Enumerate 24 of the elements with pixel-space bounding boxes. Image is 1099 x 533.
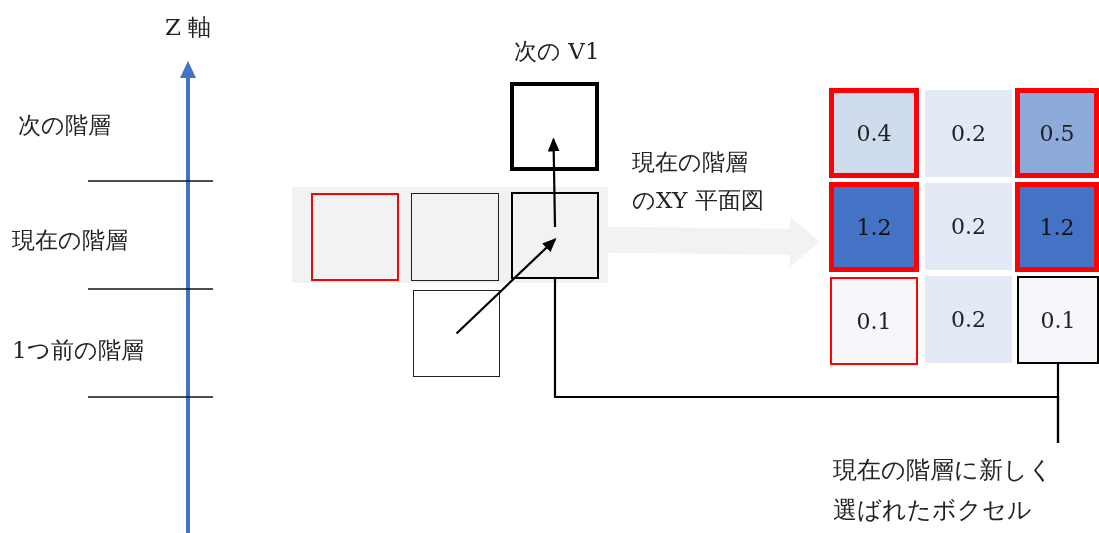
axis-label: Z 軸: [165, 13, 212, 42]
voxel-square: [413, 290, 500, 377]
layer-label: 次の階層: [18, 111, 111, 140]
value-cell: 0.2: [925, 90, 1012, 177]
value-cell: 1.2: [829, 182, 919, 272]
edge-label: 現在の階層のXY 平面図: [632, 148, 765, 215]
voxel-square: [311, 193, 399, 281]
arrow: [455, 238, 557, 335]
layer-label: 現在の階層: [12, 226, 128, 255]
caption-text: 現在の階層に新しく選ばれたボクセル: [833, 450, 1093, 532]
layer-label: 1つ前の階層: [12, 336, 144, 365]
value-cell: 0.5: [1015, 88, 1099, 178]
value-cell: 0.2: [925, 276, 1012, 363]
value-cell: 0.1: [830, 277, 918, 365]
voxel-square: [511, 192, 599, 279]
value-cell: 1.2: [1015, 182, 1099, 272]
value-cell: 0.4: [829, 88, 919, 178]
value-cell: 0.1: [1017, 276, 1099, 364]
voxel-square: [411, 193, 499, 281]
layer-band: [292, 187, 608, 283]
arrow: [547, 137, 560, 227]
value-cell: 0.2: [925, 183, 1012, 270]
leader-line: [1056, 364, 1060, 443]
box-title: 次の V1: [514, 37, 595, 66]
